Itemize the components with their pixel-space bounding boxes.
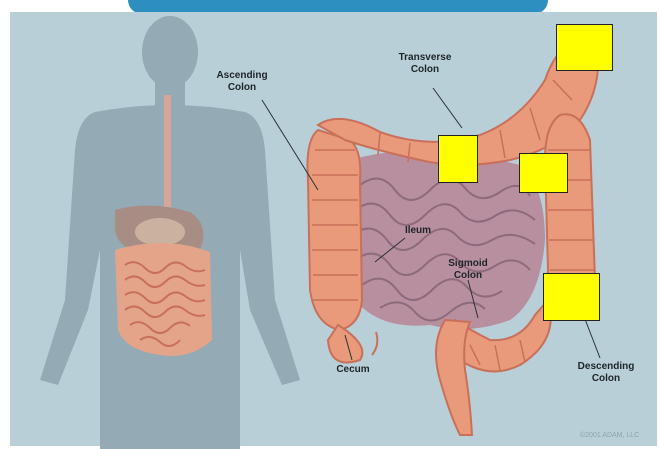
label-ileum: Ileum (398, 225, 438, 237)
blank-box-upper-right[interactable] (556, 24, 613, 71)
copyright-credit: ©2001 ADAM, LLC (580, 432, 639, 439)
small-torso-organs (115, 205, 212, 356)
label-transverse-colon: Transverse Colon (385, 52, 465, 76)
blank-box-transverse-left[interactable] (438, 135, 478, 183)
label-ascending-colon: Ascending Colon (212, 70, 272, 94)
label-sigmoid-colon: Sigmoid Colon (440, 258, 496, 282)
label-descending-colon: Descending Colon (568, 361, 644, 385)
label-cecum: Cecum (328, 364, 378, 376)
blank-box-descending[interactable] (543, 273, 600, 321)
esophagus (164, 95, 171, 210)
blank-box-transverse-right[interactable] (519, 153, 568, 193)
